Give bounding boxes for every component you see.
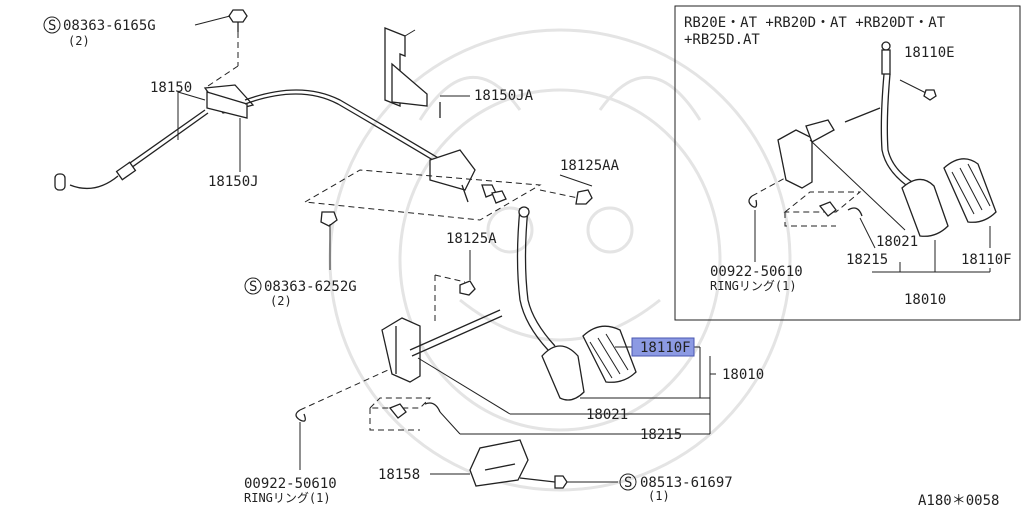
inset-pad-f: 18110F xyxy=(961,252,1012,268)
ring-name: RINGリング(1) xyxy=(244,491,331,505)
screw-bottom-qty: (1) xyxy=(648,489,670,503)
diagram-code: A180＊0058 xyxy=(918,493,999,509)
label-bolt-aa: 18125AA xyxy=(560,158,620,174)
label-cable: 18150 xyxy=(150,80,192,96)
label-bolt-top: S 08363-6165G (2) xyxy=(43,16,156,48)
label-bushing-215: 18215 xyxy=(640,427,682,443)
bolt-top-prefix: S xyxy=(48,18,56,34)
bolt-a-shape xyxy=(434,250,476,325)
cable-18150 xyxy=(54,65,471,191)
bolt-mid-prefix: S xyxy=(249,279,257,295)
bolt-mid-number: 08363-6252G xyxy=(264,279,357,295)
bolt-top-shape xyxy=(194,9,248,66)
spring-bushing-shape xyxy=(368,397,441,431)
label-bolt-a: 18125A xyxy=(446,231,497,247)
highlight-box xyxy=(631,337,695,357)
dashed-frame-upper xyxy=(303,169,579,221)
label-pedal-assy: 18010 xyxy=(722,367,764,383)
label-bracket-ja: 18150JA xyxy=(474,88,534,104)
label-clamp-j: 18150J xyxy=(208,174,259,190)
ring-shape xyxy=(295,369,389,422)
inset-models-line1: RB20E・AT +RB20D・AT +RB20DT・AT xyxy=(684,15,946,31)
pedal-assembly xyxy=(381,206,637,401)
label-pad-f[interactable]: 18110F xyxy=(640,340,691,356)
bracket-18150ja xyxy=(384,27,470,118)
ring-number: 00922-50610 xyxy=(244,476,337,492)
bolt-top-qty: (2) xyxy=(68,34,90,48)
bolt-mid-qty: (2) xyxy=(270,294,292,308)
inset-pedal-assy: 18010 xyxy=(904,292,946,308)
cable-end-bracket xyxy=(429,149,507,204)
label-ring: 00922-50610 RINGリング(1) xyxy=(244,476,337,505)
inset-models-line2: +RB25D.AT xyxy=(684,32,760,48)
label-screw-bottom: S 08513-61697 (1) xyxy=(619,473,733,503)
screw-bottom-prefix: S xyxy=(624,475,632,491)
inset-ring-name: RINGリング(1) xyxy=(710,279,797,293)
inset-spring-021: 18021 xyxy=(876,234,918,250)
inset-panel: RB20E・AT +RB20D・AT +RB20DT・AT +RB25D.AT xyxy=(674,5,1021,321)
inset-leader-lines xyxy=(754,139,991,273)
stopper-18158-shape xyxy=(469,439,568,489)
label-spring-021: 18021 xyxy=(586,407,628,423)
bolt-top-number: 08363-6165G xyxy=(63,18,156,34)
inset-frame xyxy=(674,5,1021,321)
label-bolt-mid: S 08363-6252G (2) xyxy=(244,277,357,308)
screw-bottom-number: 08513-61697 xyxy=(640,475,733,491)
inset-bushing-215: 18215 xyxy=(846,252,888,268)
label-stopper: 18158 xyxy=(378,467,420,483)
inset-pedal-shape xyxy=(777,41,997,237)
bolt-aa-shape xyxy=(559,174,593,205)
watermark-emblem xyxy=(328,28,792,492)
bolt-mid-shape xyxy=(320,211,338,270)
inset-ring-number: 00922-50610 xyxy=(710,264,803,280)
inset-spring-shape xyxy=(748,177,863,227)
inset-bolt-e: 18110E xyxy=(904,45,955,61)
